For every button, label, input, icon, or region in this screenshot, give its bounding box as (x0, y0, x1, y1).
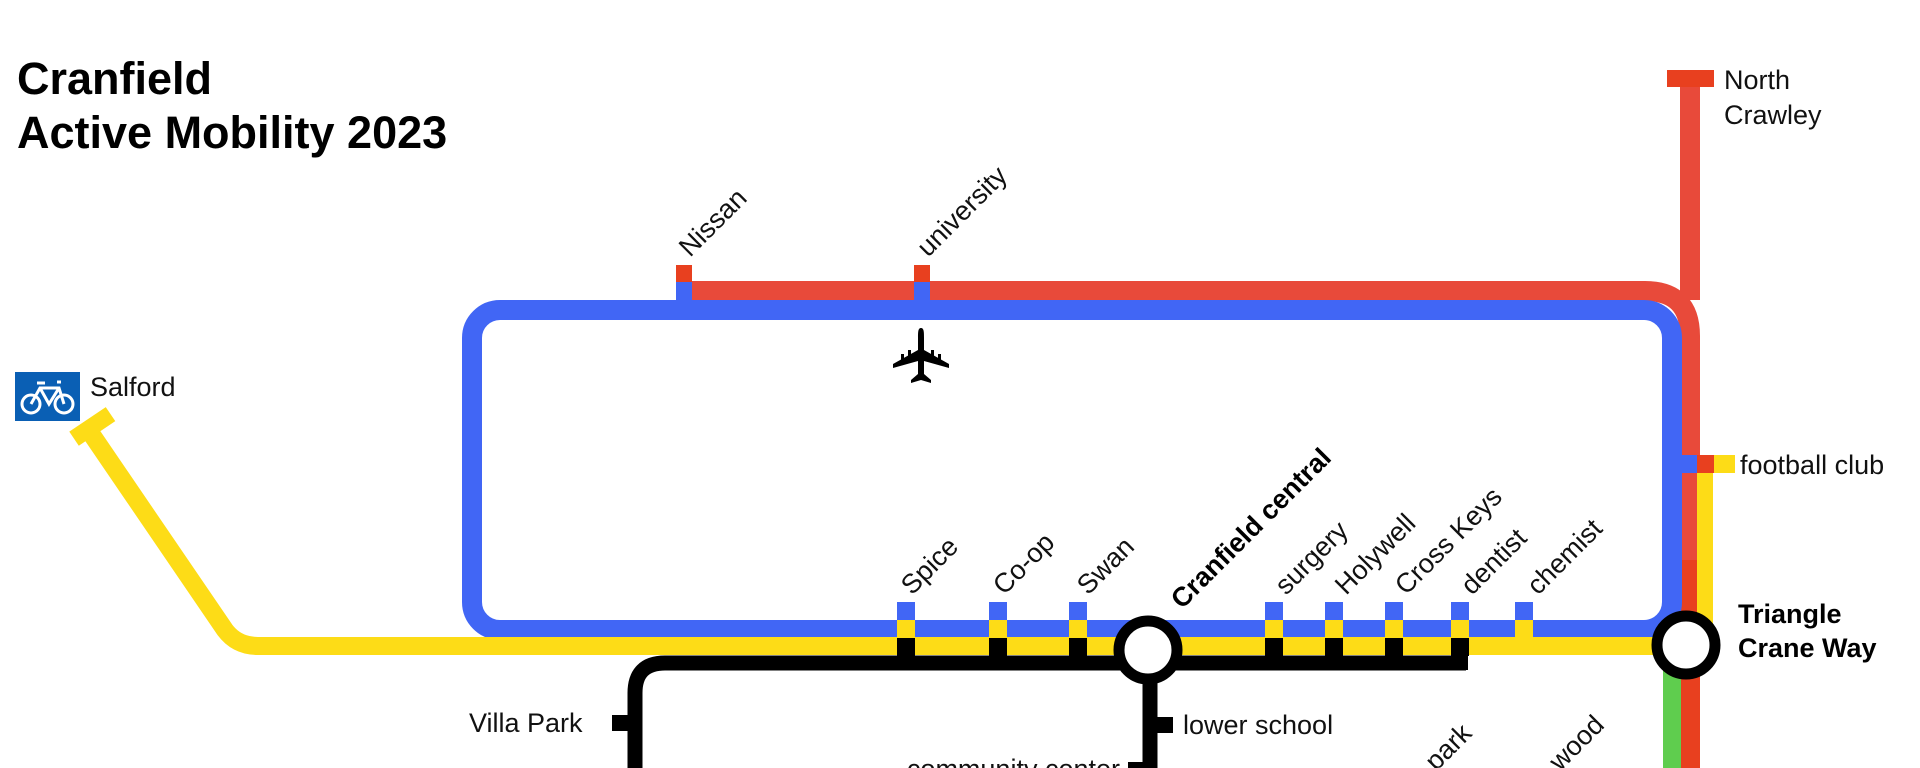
station-label-villa-park: Villa Park (469, 708, 583, 738)
station-marker-university[interactable] (914, 265, 930, 282)
station-label-swan: Swan (1071, 531, 1140, 600)
yellow-line (69, 407, 1735, 655)
salford-terminus[interactable] (69, 407, 116, 446)
station-label-coop: Co-op (987, 527, 1060, 600)
title-line-1: Cranfield (17, 53, 213, 104)
station-label-nissan: Nissan (673, 183, 753, 263)
interchange-cranfield-central[interactable] (1113, 615, 1183, 685)
station-marker-surgery[interactable] (1265, 602, 1283, 656)
station-label-triangle-crane-way-2: Crane Way (1738, 633, 1877, 663)
station-label-triangle-crane-way-1: Triangle (1738, 599, 1842, 629)
station-label-community-center: community center (907, 754, 1120, 768)
station-marker-swan[interactable] (1069, 602, 1087, 656)
station-label-university: university (911, 160, 1013, 262)
station-label-spice: Spice (895, 531, 964, 600)
station-marker-dentist[interactable] (1451, 602, 1469, 656)
airplane-icon (893, 328, 949, 383)
green-line (1663, 660, 1681, 768)
station-marker-nissan[interactable] (676, 265, 692, 282)
top-station-markers (676, 265, 930, 300)
station-marker-villa-park[interactable] (612, 715, 628, 731)
station-marker-spice[interactable] (897, 602, 915, 656)
interchange-triangle-crane-way[interactable] (1651, 610, 1721, 680)
station-label-wood: wood (1542, 709, 1610, 768)
station-marker-community-center[interactable] (1128, 762, 1144, 768)
station-label-cranfield-central: Cranfield central (1165, 442, 1337, 614)
station-marker-lower-school[interactable] (1157, 717, 1173, 733)
north-crawley-terminus[interactable] (1667, 70, 1714, 87)
station-label-north-crawley-2: Crawley (1724, 100, 1822, 130)
map-title: Cranfield Active Mobility 2023 (17, 52, 447, 160)
bottom-station-markers (897, 602, 1533, 656)
station-label-salford: Salford (90, 372, 176, 402)
station-marker-chemist[interactable] (1515, 602, 1533, 638)
black-line (612, 650, 1468, 768)
title-line-2: Active Mobility 2023 (17, 107, 448, 158)
station-marker-holywell[interactable] (1325, 602, 1343, 656)
station-label-chemist: chemist (1521, 513, 1608, 600)
station-label-north-crawley-1: North (1724, 65, 1790, 95)
station-marker-coop[interactable] (989, 602, 1007, 656)
station-label-park: park (1419, 718, 1478, 768)
station-label-football-club: football club (1740, 450, 1884, 480)
station-marker-cross-keys[interactable] (1385, 602, 1403, 656)
bicycle-sign-icon (15, 372, 80, 421)
station-label-lower-school: lower school (1183, 710, 1333, 740)
